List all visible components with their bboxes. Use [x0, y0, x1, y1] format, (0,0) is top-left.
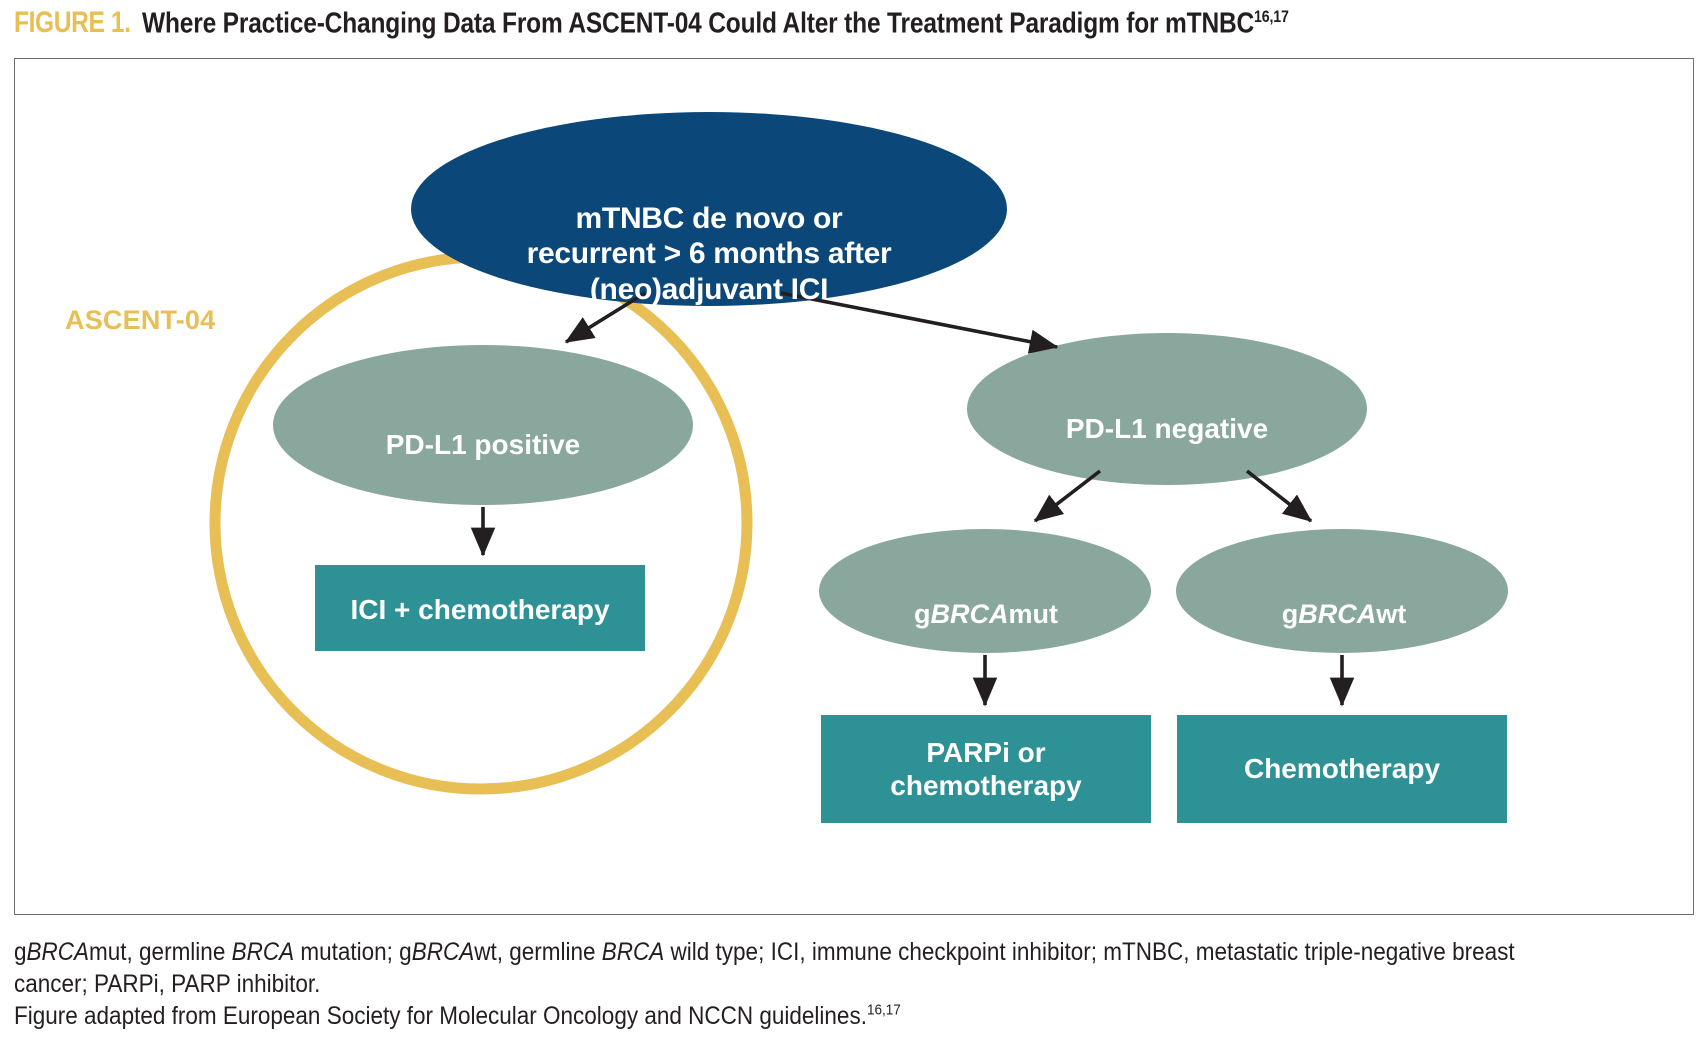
page-title: Where Practice-Changing Data From ASCENT… [142, 7, 1289, 41]
fn-l2-text: Figure adapted from European Society for… [14, 1002, 867, 1030]
diagram-canvas: ASCENT-04 mTNBC de novo or recurrent > 6… [15, 59, 1693, 914]
fn-l1-d: BRCA [231, 938, 295, 966]
node-ici-chemotherapy-box [315, 565, 645, 651]
footnote-abbreviations: gBRCAmut, germline BRCA mutation; gBRCAw… [14, 936, 1526, 1000]
fn-l1-h: BRCA [601, 938, 665, 966]
figure-number-label: FIGURE 1. [14, 6, 131, 39]
diagram-svg [209, 112, 1508, 823]
fn-l1-a: g [14, 938, 27, 966]
fn-l1-f: BRCA [411, 938, 475, 966]
figure-title-row: FIGURE 1. Where Practice-Changing Data F… [14, 6, 1694, 50]
node-pdl1-positive-ellipse [273, 345, 693, 505]
node-gbrcawt-ellipse [1176, 529, 1508, 653]
figure-title-text: Where Practice-Changing Data From ASCENT… [142, 7, 1255, 39]
node-chemotherapy-box [1177, 715, 1507, 823]
fn-l1-i: wild type; ICI, immune checkpoint inhibi… [14, 938, 1515, 998]
node-gbrcamut-ellipse [819, 529, 1151, 653]
fn-l2-superscript: 16,17 [866, 1001, 901, 1019]
fn-l1-g: wt, germline [474, 938, 602, 966]
ascent04-highlight-label: ASCENT-04 [65, 305, 216, 335]
footnote-source: Figure adapted from European Society for… [14, 1000, 1526, 1032]
figure-frame: ASCENT-04 mTNBC de novo or recurrent > 6… [14, 58, 1694, 915]
edge-pdl1negative-to-gbrcamut [1033, 469, 1102, 523]
figure-footnotes: gBRCAmut, germline BRCA mutation; gBRCAw… [14, 936, 1526, 1032]
title-reference-superscript: 16,17 [1254, 6, 1289, 26]
edge-pdl1negative-to-gbrcawt [1245, 469, 1313, 523]
fn-l1-b: BRCA [26, 938, 90, 966]
edge-root-to-pdl1negative [780, 291, 1059, 354]
fn-l1-e: mutation; g [294, 938, 412, 966]
node-pdl1-negative-ellipse [967, 333, 1367, 485]
node-parpi-or-chemotherapy-box [821, 715, 1151, 823]
node-root-ellipse [411, 112, 1007, 306]
ascent04-highlight-circle [209, 251, 753, 795]
edge-root-to-pdl1positive [564, 291, 646, 344]
fn-l1-c: mut, germline [89, 938, 232, 966]
